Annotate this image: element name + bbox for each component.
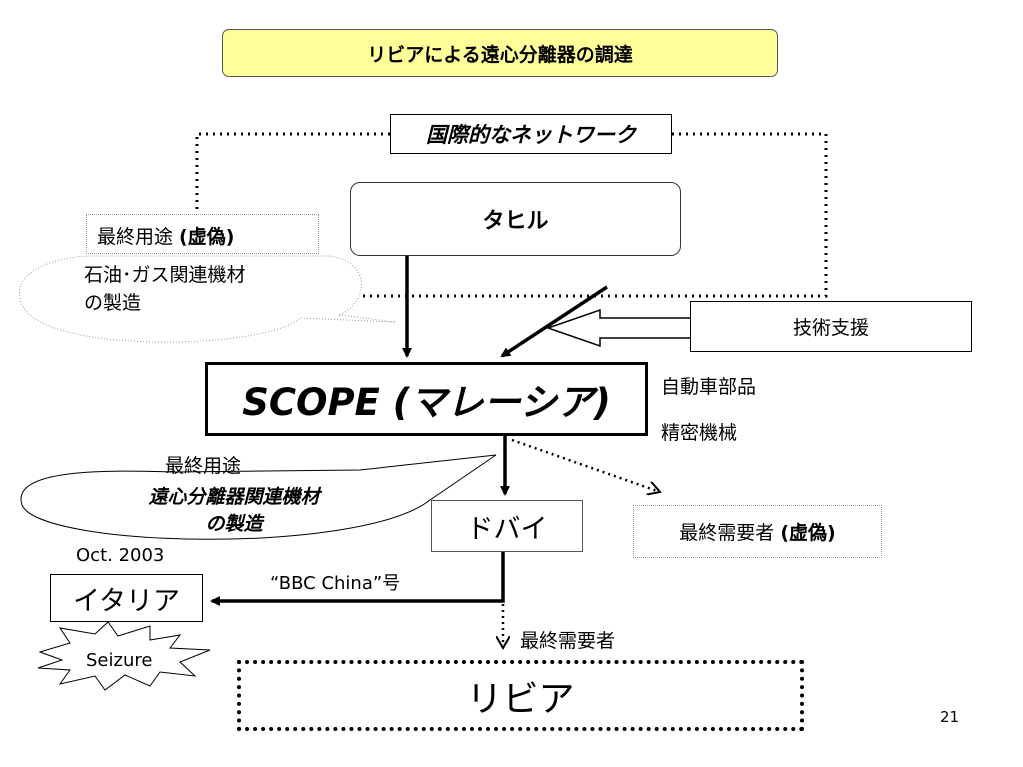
end-user-text: 最終需要者 [520, 630, 616, 652]
page-number: 21 [940, 708, 960, 726]
dotted-arrow-end-user-false [511, 438, 660, 492]
bubble2-label: 最終用途 [165, 455, 242, 477]
false-label: (虚偽) [179, 226, 235, 248]
scope-side-line2: 精密機械 [661, 422, 738, 444]
tech-support-box: 技術支援 [690, 301, 972, 352]
libya-box: リビア [237, 660, 804, 731]
bubble2-line2: の製造 [205, 512, 263, 535]
arrow-dubai-italy [210, 552, 505, 606]
page-title: リビアによる遠心分離器の調達 [222, 29, 778, 77]
network-label: 国際的なネットワーク [390, 114, 672, 154]
bubble2-shape [20, 454, 497, 540]
date-label: Oct. 2003 [76, 545, 165, 566]
end-user-label: 最終需要者 [679, 522, 775, 544]
end-use-label: 最終用途 [97, 226, 180, 248]
seizure-starburst [37, 621, 211, 691]
scope-side-line1: 自動車部品 [661, 376, 757, 398]
end-user-false-box: 最終需要者 (虚偽) [633, 505, 882, 558]
bubble2-line1: 遠心分離器関連機材 [148, 486, 320, 508]
scope-box: SCOPE (マレーシア) [205, 362, 648, 436]
bubble1-line2: の製造 [84, 291, 142, 314]
seizure-label: Seizure [86, 650, 153, 671]
italy-box: イタリア [50, 574, 203, 622]
arrow-diagonal [500, 285, 608, 358]
bubble2-text: 遠心分離器関連機材 の製造 [84, 484, 384, 537]
tahir-box: タヒル [350, 182, 681, 256]
network-dotted-loop [195, 132, 828, 298]
ship-label: “BBC China”号 [270, 573, 401, 594]
dubai-box: ドバイ [431, 500, 583, 552]
bubble1-shape [18, 255, 396, 343]
false-label-2: (虚偽) [780, 522, 836, 544]
bubble1-text: 石油･ガス関連機材 の製造 [84, 262, 324, 317]
bubble1-line1: 石油･ガス関連機材 [84, 264, 246, 286]
tech-support-arrow [545, 308, 690, 348]
end-use-false-box: 最終用途 (虚偽) [86, 214, 319, 254]
